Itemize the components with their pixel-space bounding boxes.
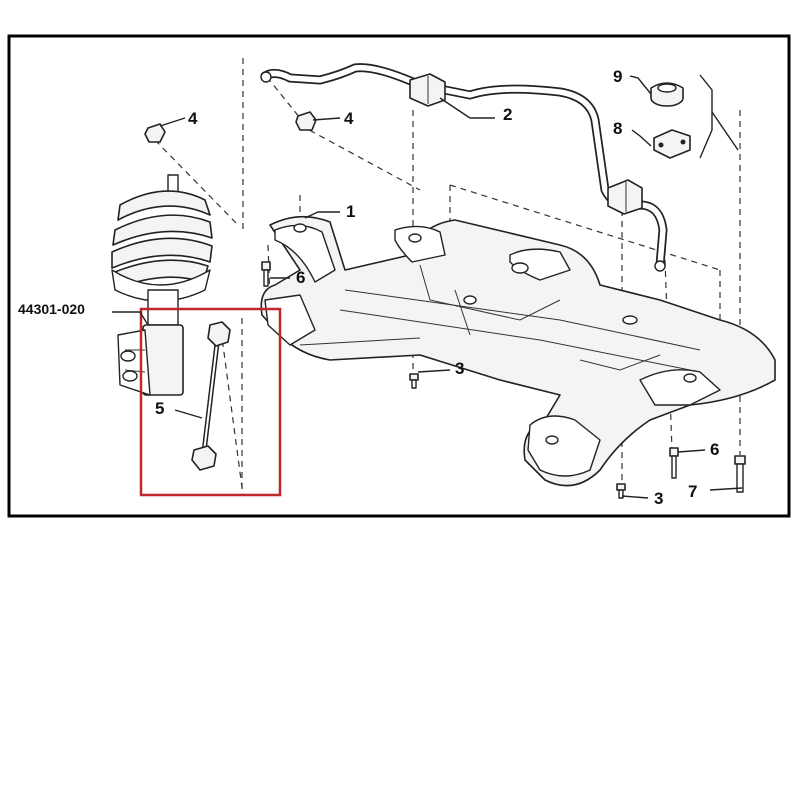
bolt-7 [734, 455, 746, 493]
callout-4-strut: 4 [188, 109, 198, 128]
callout-5: 5 [155, 399, 164, 418]
callout-2: 2 [503, 105, 512, 124]
bar-bushing-small [295, 111, 317, 131]
callout-8: 8 [613, 119, 622, 138]
diagram-frame [7, 34, 791, 518]
mount-bracket [653, 129, 691, 159]
stabilizer-bar [260, 63, 668, 272]
callout-7: 7 [688, 482, 697, 501]
callout-1: 1 [346, 202, 355, 221]
callout-9: 9 [613, 67, 622, 86]
leader-lines [112, 75, 743, 499]
strut-top-bushing [144, 123, 166, 143]
group-bracket-pointer [711, 111, 739, 151]
callout-6-left: 6 [296, 268, 305, 287]
bolt-3-right [616, 483, 626, 499]
stabilizer-link [191, 321, 231, 471]
callout-3-center: 3 [455, 359, 464, 378]
highlight-box [139, 307, 282, 497]
bolt-6-right [669, 447, 679, 479]
subframe-crossmember [260, 215, 776, 487]
mount-cap [650, 82, 684, 107]
bolt-6-left [261, 261, 271, 287]
bolt-3-center [409, 373, 419, 389]
callout-6-right: 6 [710, 440, 719, 459]
strut-assembly [111, 174, 213, 396]
part-number-label: 44301-020 [18, 301, 85, 317]
callout-3-right: 3 [654, 489, 663, 508]
callout-4-bar: 4 [344, 109, 354, 128]
group-bracket [699, 74, 713, 159]
